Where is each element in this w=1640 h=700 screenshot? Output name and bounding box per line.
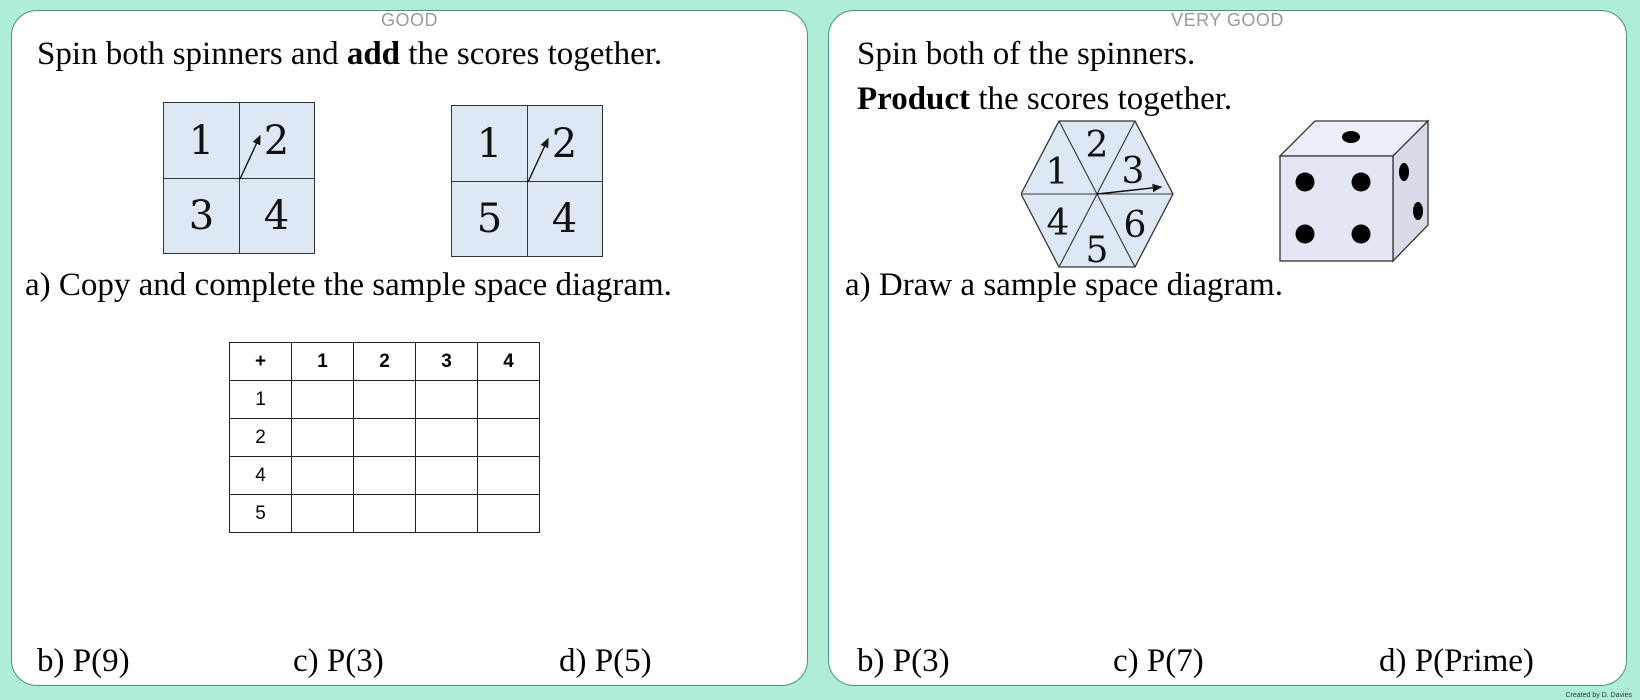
hexagon-spinner: 2 3 6 5 4 1	[1021, 120, 1174, 271]
instruction-text-end: the scores together.	[970, 81, 1233, 117]
hex-sector-5: 5	[1086, 230, 1109, 271]
question-a: a) Draw a sample space diagram.	[845, 267, 1283, 303]
hex-sector-2: 2	[1086, 125, 1109, 166]
instruction: Spin both spinners and add the scores to…	[37, 38, 662, 71]
empty-cell[interactable]	[353, 456, 416, 495]
square-spinner-a: 1 2 3 4	[163, 102, 315, 254]
card-very-good: VERY GOOD Spin both of the spinners. Pro…	[828, 10, 1627, 686]
instruction-bold: add	[346, 36, 401, 72]
table-row: 5	[229, 494, 540, 533]
table-row: 1	[229, 380, 540, 419]
hex-sector-3: 3	[1122, 151, 1145, 192]
empty-cell[interactable]	[415, 456, 478, 495]
card-good: GOOD Spin both spinners and add the scor…	[11, 10, 808, 686]
hex-sector-4: 4	[1047, 203, 1070, 244]
question-d: d) P(Prime)	[1379, 643, 1534, 679]
instruction-line-2: Product the scores together.	[857, 83, 1232, 116]
empty-cell[interactable]	[477, 380, 540, 419]
table-row: 4	[229, 456, 540, 495]
col-header: 4	[477, 342, 540, 381]
empty-cell[interactable]	[291, 494, 354, 533]
question-d: d) P(5)	[559, 643, 652, 679]
empty-cell[interactable]	[291, 418, 354, 457]
table-corner: +	[229, 342, 292, 381]
row-header: 4	[229, 456, 292, 495]
empty-cell[interactable]	[415, 494, 478, 533]
empty-cell[interactable]	[415, 380, 478, 419]
hex-sector-6: 6	[1124, 205, 1147, 246]
credit-text: Created by D. Davies	[1565, 692, 1632, 699]
spinner-a-sector-2: 2	[263, 117, 290, 164]
spinner-arrow-icon	[239, 134, 261, 180]
instruction-text: Spin both spinners and	[37, 36, 347, 72]
question-b: b) P(3)	[857, 643, 950, 679]
sample-space-table: + 1 2 3 4 1 2 4 5	[229, 342, 540, 533]
question-b: b) P(9)	[37, 643, 130, 679]
question-c: c) P(3)	[293, 643, 384, 679]
col-header: 3	[415, 342, 478, 381]
question-c: c) P(7)	[1113, 643, 1204, 679]
empty-cell[interactable]	[477, 418, 540, 457]
empty-cell[interactable]	[353, 494, 416, 533]
hex-sector-1: 1	[1046, 152, 1069, 193]
instruction-text-end: the scores together.	[400, 36, 663, 72]
table-row: 2	[229, 418, 540, 457]
dice-icon	[1278, 119, 1430, 263]
empty-cell[interactable]	[477, 456, 540, 495]
empty-cell[interactable]	[291, 456, 354, 495]
spinner-arrow-icon	[1096, 183, 1163, 195]
spinner-arrow-icon	[527, 137, 549, 183]
level-label: GOOD	[380, 10, 438, 30]
col-header: 1	[291, 342, 354, 381]
row-header: 5	[229, 494, 292, 533]
square-spinner-b: 1 2 5 4	[451, 105, 603, 257]
spinner-a-sector-3: 3	[188, 192, 215, 239]
spinner-a-sector-1: 1	[188, 117, 215, 164]
empty-cell[interactable]	[353, 380, 416, 419]
empty-cell[interactable]	[477, 494, 540, 533]
instruction-bold: Product	[857, 81, 971, 117]
question-a: a) Copy and complete the sample space di…	[25, 267, 672, 303]
spinner-a-sector-4: 4	[263, 192, 290, 239]
col-header: 2	[353, 342, 416, 381]
empty-cell[interactable]	[353, 418, 416, 457]
spinner-b-sector-3: 5	[476, 195, 503, 242]
row-header: 2	[229, 418, 292, 457]
level-label: VERY GOOD	[1171, 10, 1284, 30]
empty-cell[interactable]	[415, 418, 478, 457]
instruction-line-1: Spin both of the spinners.	[857, 36, 1196, 72]
spinner-b-sector-2: 2	[551, 120, 578, 167]
spinner-b-sector-4: 4	[551, 195, 578, 242]
row-header: 1	[229, 380, 292, 419]
empty-cell[interactable]	[291, 380, 354, 419]
spinner-b-sector-1: 1	[476, 120, 503, 167]
